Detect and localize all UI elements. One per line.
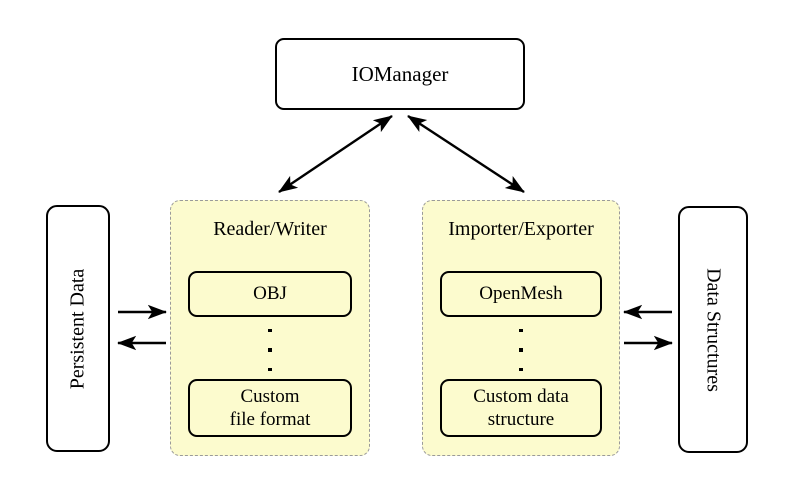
node-custom-data-structure[interactable]: Custom data structure: [440, 379, 602, 437]
node-persistent-data[interactable]: Persistent Data: [46, 205, 110, 452]
custom-file-format-line-2: file format: [229, 409, 311, 430]
panel-reader-writer[interactable]: Reader/Writer OBJ Custom file format: [170, 200, 370, 456]
custom-data-structure-line-2: structure: [487, 409, 555, 430]
reader-writer-ellipsis-icon: [171, 329, 369, 371]
node-obj-label: OBJ: [253, 283, 287, 305]
data-structures-label: Data Structures: [702, 267, 725, 392]
custom-file-format-line-1: Custom: [240, 385, 300, 407]
panel-reader-writer-title: Reader/Writer: [213, 218, 327, 240]
panel-importer-exporter[interactable]: Importer/Exporter OpenMesh Custom data s…: [422, 200, 620, 456]
custom-data-structure-line-1: Custom data: [473, 385, 569, 407]
node-iomanager[interactable]: IOManager: [275, 38, 525, 110]
node-openmesh[interactable]: OpenMesh: [440, 271, 602, 317]
iomanager-label: IOManager: [351, 61, 449, 86]
node-openmesh-label: OpenMesh: [479, 283, 563, 305]
node-obj[interactable]: OBJ: [188, 271, 352, 317]
arrow-manager-reader-writer: [278, 115, 393, 193]
node-data-structures[interactable]: Data Structures: [678, 206, 748, 453]
node-custom-data-structure-label: Custom data structure: [473, 385, 569, 431]
persistent-data-label: Persistent Data: [66, 268, 89, 389]
node-custom-file-format[interactable]: Custom file format: [188, 379, 352, 437]
importer-exporter-ellipsis-icon: [423, 329, 619, 371]
panel-importer-exporter-title: Importer/Exporter: [448, 218, 594, 240]
arrow-manager-importer-exporter: [407, 114, 525, 194]
node-custom-file-format-label: Custom file format: [230, 385, 311, 431]
